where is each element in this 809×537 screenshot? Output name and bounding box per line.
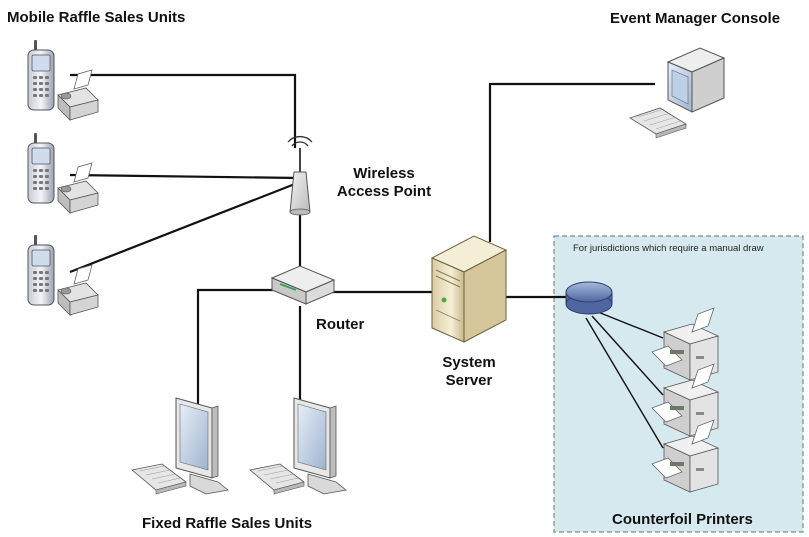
link-router-fixed-1	[196, 288, 275, 410]
link-mobile-3	[69, 180, 301, 274]
manual-draw-note: For jurisdictions which require a manual…	[573, 243, 764, 254]
fixed-unit-2-icon	[249, 397, 347, 495]
console-icon	[629, 47, 726, 139]
mobile-unit-3-icon	[27, 234, 99, 316]
link-server-console	[488, 82, 655, 242]
hub-printer-lines	[585, 311, 664, 449]
wireless-ap-label: Wireless Access Point	[330, 165, 438, 201]
router-label: Router	[316, 316, 365, 333]
link-mobile-2	[69, 173, 301, 180]
wireless-ap-label-line2: Access Point	[336, 183, 432, 200]
link-mobile-1	[70, 73, 297, 148]
mobile-units-label: Mobile Raffle Sales Units	[7, 9, 186, 26]
system-server-label-line1: System	[442, 354, 496, 371]
event-manager-label: Event Manager Console	[610, 10, 781, 27]
fixed-units-label: Fixed Raffle Sales Units	[142, 515, 313, 532]
hub-icon	[565, 281, 613, 315]
system-server-label-line2: Server	[445, 372, 493, 389]
counterfoil-printers-label: Counterfoil Printers	[612, 511, 753, 528]
wireless-access-point-icon	[287, 136, 313, 216]
router-icon	[270, 265, 336, 305]
system-server-label: System Server	[425, 354, 513, 390]
fixed-unit-1-icon	[131, 397, 229, 495]
wireless-ap-label-line1: Wireless	[353, 165, 415, 182]
mobile-unit-2-icon	[27, 132, 99, 214]
connection-lines	[69, 73, 655, 410]
mobile-unit-1-icon	[27, 39, 99, 121]
server-icon	[430, 235, 508, 343]
